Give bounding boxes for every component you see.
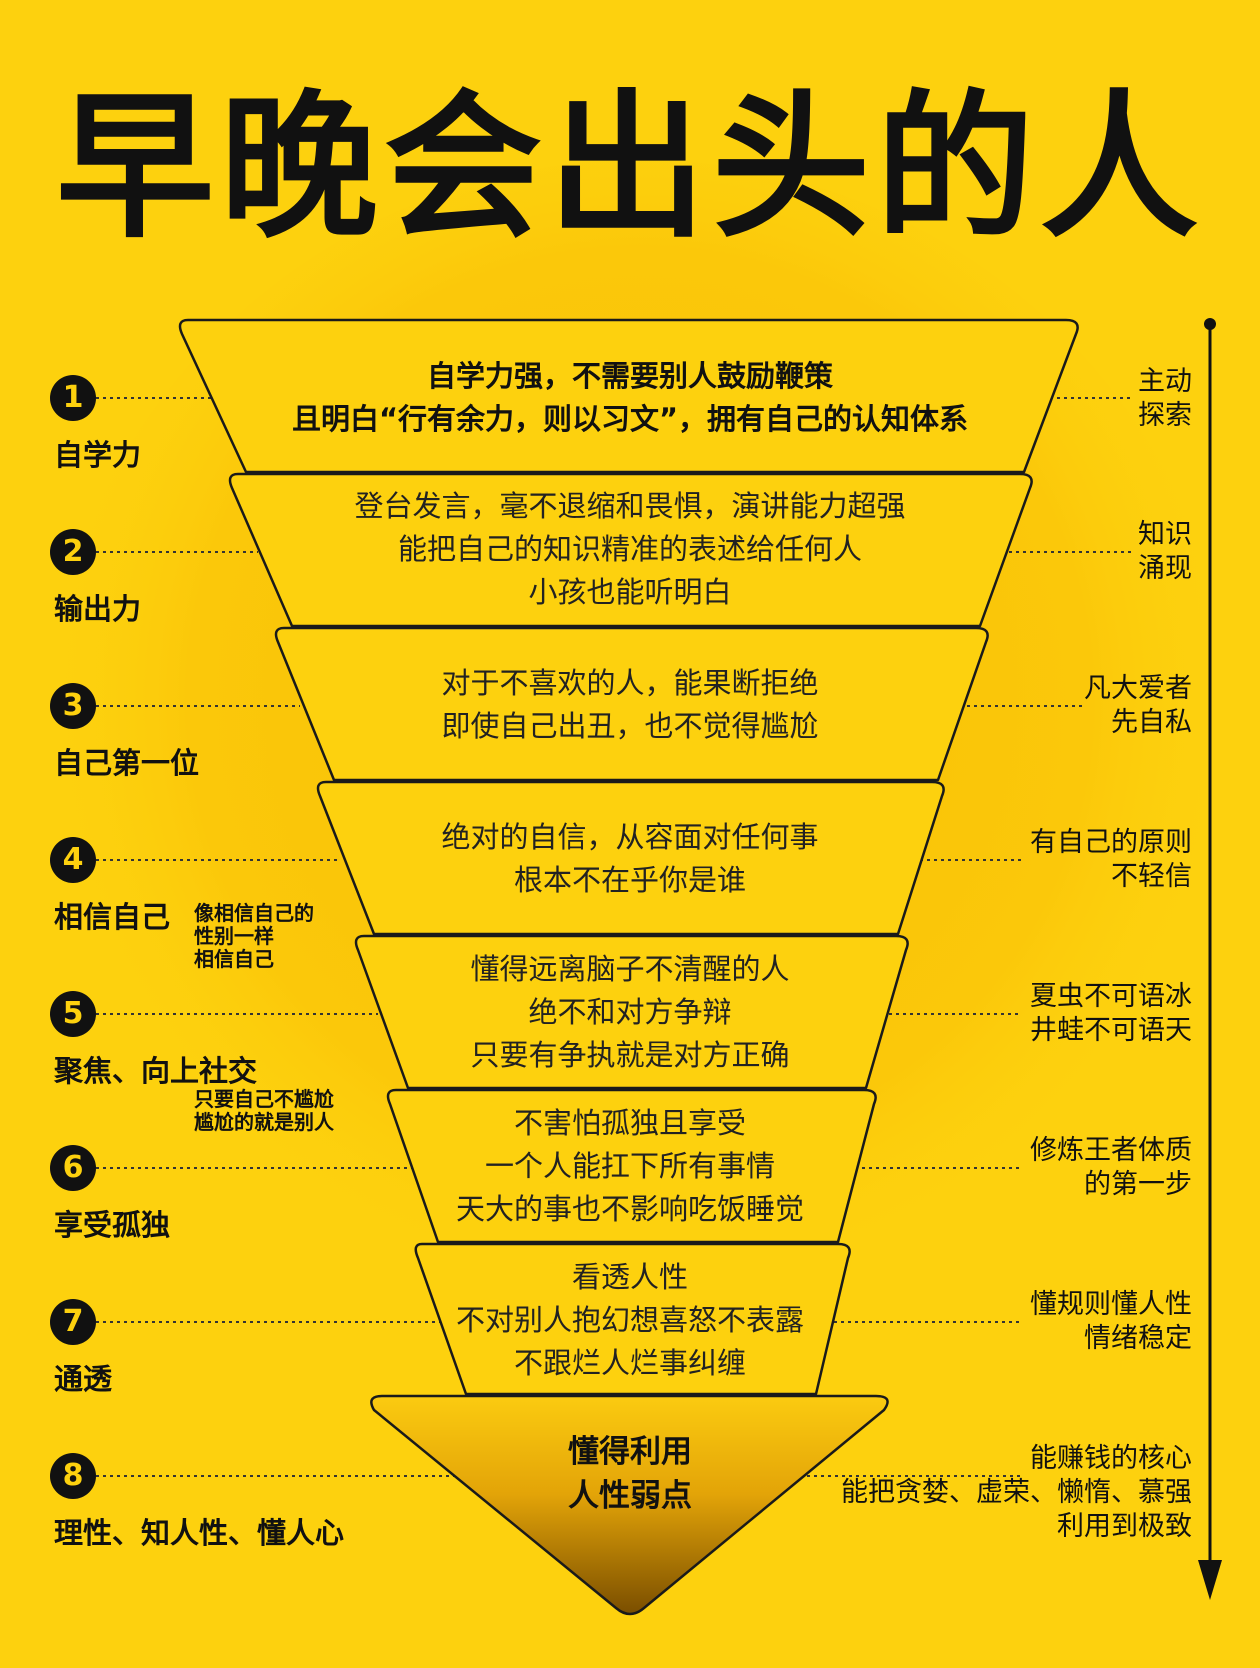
level-5-side-note: 夏虫不可语冰 井蛙不可语天 [1030, 980, 1192, 1048]
page-title: 早晚会出头的人 [56, 76, 1204, 260]
level-5-side-line-2: 井蛙不可语天 [1030, 1015, 1192, 1046]
level-8-side-line-3: 利用到极致 [1057, 1511, 1192, 1542]
level-3-side-line-1: 凡大爱者 [1084, 673, 1192, 704]
level-7-label: 通透 [54, 1362, 113, 1396]
level-4-aside-line-1: 像相信自己的 [194, 901, 314, 925]
level-8-side-line-1: 能赚钱的核心 [1030, 1443, 1192, 1474]
funnel-band-7 [414, 1242, 851, 1396]
level-5-aside-note: 只要自己不尴尬 尴尬的就是别人 [194, 1088, 334, 1134]
level-7-line-3: 不跟烂人烂事纠缠 [513, 1346, 746, 1380]
level-2-description: 登台发言，毫不退缩和畏惧，演讲能力超强 能把自己的知识精准的表述给任何人 小孩也… [180, 485, 1080, 614]
level-5-line-1: 懂得远离脑子不清醒的人 [470, 952, 790, 986]
level-1-side-note: 主动 探索 [1138, 365, 1192, 433]
level-5-side-line-1: 夏虫不可语冰 [1030, 981, 1192, 1012]
level-1-number-badge: 1 [50, 375, 96, 421]
level-1-side-line-1: 主动 [1138, 366, 1192, 397]
level-5-aside-line-1: 只要自己不尴尬 [194, 1087, 334, 1111]
level-3-side-line-2: 先自私 [1111, 707, 1192, 738]
level-7-description: 看透人性 不对别人抱幻想喜怒不表露 不跟烂人烂事纠缠 [180, 1256, 1080, 1385]
level-3-label: 自己第一位 [54, 746, 200, 780]
level-7-side-line-1: 懂规则懂人性 [1030, 1289, 1192, 1320]
level-1-label: 自学力 [54, 438, 142, 472]
level-4-line-2: 根本不在乎你是谁 [513, 863, 746, 897]
level-4-side-note: 有自己的原则 不轻信 [1030, 826, 1192, 894]
level-4-line-1: 绝对的自信，从容面对任何事 [441, 820, 819, 854]
level-2-line-2: 能把自己的知识精准的表述给任何人 [397, 532, 862, 566]
down-arrow-icon [1198, 1560, 1222, 1600]
level-3-number-badge: 3 [50, 683, 96, 729]
level-2-side-line-2: 涌现 [1138, 553, 1192, 584]
level-8-side-note: 能赚钱的核心 能把贪婪、虚荣、懒惰、慕强 利用到极致 [841, 1442, 1192, 1544]
level-6-line-2: 一个人能扛下所有事情 [484, 1149, 775, 1183]
level-4-side-line-2: 不轻信 [1111, 861, 1192, 892]
level-4-number-badge: 4 [50, 837, 96, 883]
level-3-description: 对于不喜欢的人，能果断拒绝 即使自己出丑，也不觉得尴尬 [180, 662, 1080, 748]
level-6-line-1: 不害怕孤独且享受 [513, 1106, 746, 1140]
level-7-number-badge: 7 [50, 1299, 96, 1345]
level-2-line-3: 小孩也能听明白 [528, 575, 732, 609]
level-3-line-1: 对于不喜欢的人，能果断拒绝 [441, 666, 819, 700]
level-8-number-badge: 8 [50, 1453, 96, 1499]
level-4-label: 相信自己 [54, 900, 171, 934]
level-5-line-3: 只要有争执就是对方正确 [470, 1038, 790, 1072]
level-2-side-line-1: 知识 [1138, 519, 1192, 550]
funnel-band-4 [316, 780, 945, 936]
level-4-aside-note: 像相信自己的 性别一样 相信自己 [194, 902, 314, 971]
level-6-description: 不害怕孤独且享受 一个人能扛下所有事情 天大的事也不影响吃饭睡觉 [180, 1102, 1080, 1231]
level-1-line-2: 且明白“行有余力，则以习文”，拥有自己的认知体系 [291, 402, 969, 436]
level-6-side-line-1: 修炼王者体质 [1030, 1135, 1192, 1166]
level-4-aside-line-2: 性别一样 [194, 924, 274, 948]
level-1-description: 自学力强，不需要别人鼓励鞭策 且明白“行有余力，则以习文”，拥有自己的认知体系 [180, 355, 1080, 441]
level-4-aside-line-3: 相信自己 [194, 947, 274, 971]
level-7-line-1: 看透人性 [571, 1260, 688, 1294]
level-5-line-2: 绝不和对方争辩 [528, 995, 732, 1029]
level-7-side-line-2: 情绪稳定 [1084, 1323, 1192, 1354]
level-5-description: 懂得远离脑子不清醒的人 绝不和对方争辩 只要有争执就是对方正确 [180, 948, 1080, 1077]
funnel-tip-8 [370, 1394, 889, 1616]
level-5-label: 聚焦、向上社交 [54, 1054, 258, 1088]
funnel-band-3 [274, 626, 989, 782]
level-6-side-note: 修炼王者体质 的第一步 [1030, 1134, 1192, 1202]
level-8-side-line-2: 能把贪婪、虚荣、懒惰、慕强 [841, 1477, 1192, 1508]
level-4-side-line-1: 有自己的原则 [1030, 827, 1192, 858]
level-6-label: 享受孤独 [54, 1208, 171, 1242]
level-3-side-note: 凡大爱者 先自私 [1084, 672, 1192, 740]
level-1-side-line-2: 探索 [1138, 400, 1192, 431]
level-7-side-note: 懂规则懂人性 情绪稳定 [1030, 1288, 1192, 1356]
level-4-description: 绝对的自信，从容面对任何事 根本不在乎你是谁 [180, 816, 1080, 902]
level-2-number-badge: 2 [50, 529, 96, 575]
level-6-line-3: 天大的事也不影响吃饭睡觉 [455, 1192, 804, 1226]
level-6-side-line-2: 的第一步 [1084, 1169, 1192, 1200]
level-7-line-2: 不对别人抱幻想喜怒不表露 [455, 1303, 804, 1337]
funnel-band-6 [386, 1088, 877, 1244]
level-2-label: 输出力 [54, 592, 142, 626]
level-8-line-2: 人性弱点 [568, 1478, 692, 1514]
level-6-number-badge: 6 [50, 1145, 96, 1191]
level-3-line-2: 即使自己出丑，也不觉得尴尬 [441, 709, 819, 743]
level-5-aside-line-2: 尴尬的就是别人 [194, 1110, 334, 1134]
funnel-band-1 [178, 318, 1079, 474]
level-2-line-1: 登台发言，毫不退缩和畏惧，演讲能力超强 [354, 489, 906, 523]
level-8-label: 理性、知人性、懂人心 [54, 1516, 345, 1550]
level-8-description: 懂得利用 人性弱点 [180, 1430, 1080, 1518]
level-5-number-badge: 5 [50, 991, 96, 1037]
level-2-side-note: 知识 涌现 [1138, 518, 1192, 586]
level-8-line-1: 懂得利用 [568, 1434, 692, 1470]
level-1-line-1: 自学力强，不需要别人鼓励鞭策 [426, 359, 833, 393]
funnel-band-5 [354, 934, 909, 1090]
funnel-band-2 [228, 472, 1033, 628]
